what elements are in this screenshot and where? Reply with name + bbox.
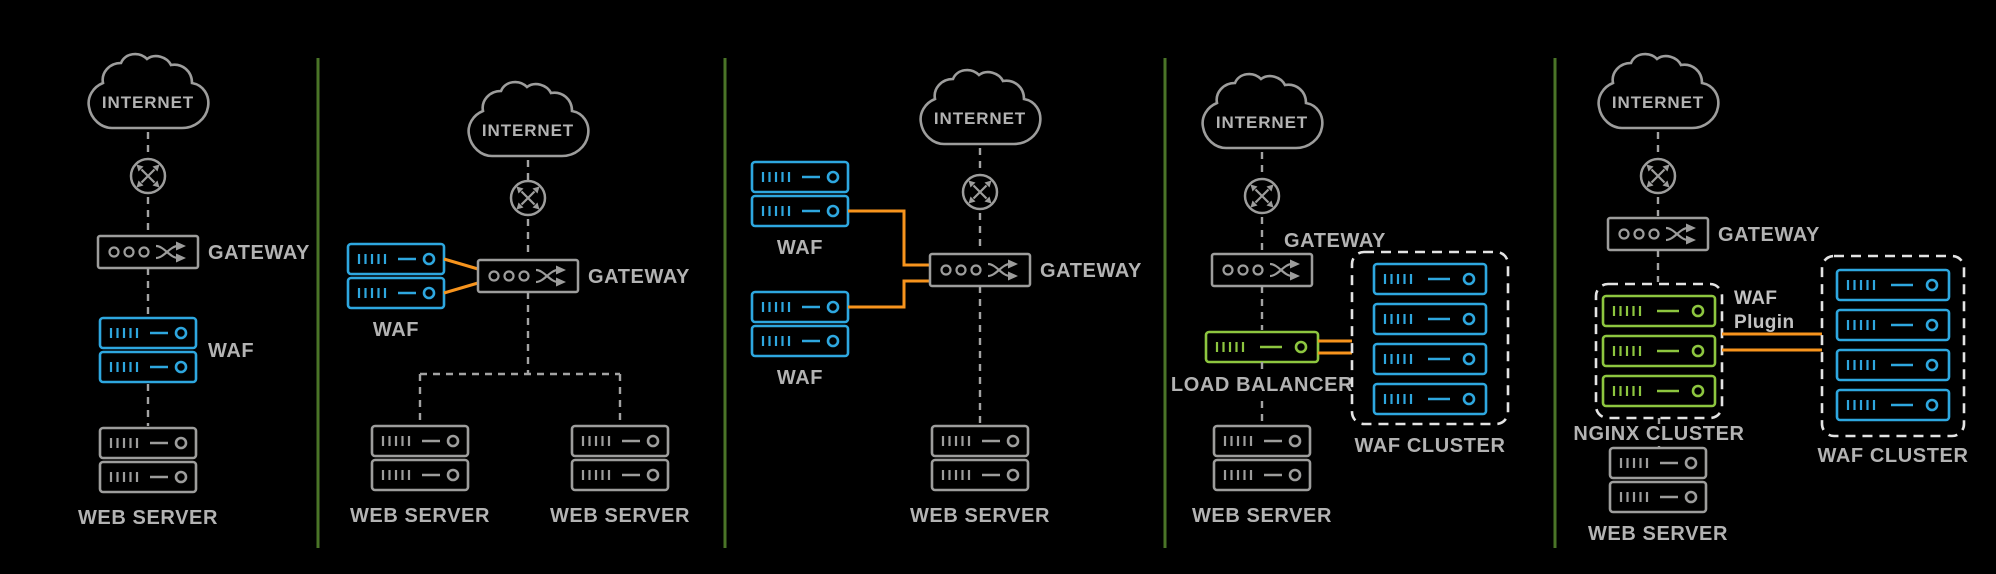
gateway-label: GATEWAY <box>208 242 310 264</box>
cloud-icon <box>467 80 590 158</box>
router-icon <box>961 173 999 211</box>
panel-1-inline-waf: INTERNET GATEWAY WAF WEB SERVER <box>78 52 310 529</box>
gateway-device-icon <box>1210 252 1314 288</box>
waf-server-icon <box>98 316 198 350</box>
gateway-label: GATEWAY <box>588 266 690 288</box>
router-icon <box>509 179 547 217</box>
internet-label: INTERNET <box>102 93 194 112</box>
gateway-label: GATEWAY <box>1040 260 1142 282</box>
router-icon <box>1243 177 1281 215</box>
waf-server-icon <box>1372 302 1488 336</box>
waf-server-icon <box>346 242 446 276</box>
web-server-label: WEB SERVER <box>78 507 218 529</box>
cloud-icon <box>87 52 210 130</box>
web-server-icon <box>570 458 670 492</box>
waf-label: WAF <box>373 319 419 341</box>
waf-server-icon <box>1372 262 1488 296</box>
nginx-server-icon <box>1601 374 1717 408</box>
cloud-icon <box>1201 72 1324 150</box>
waf-label: WAF <box>777 367 823 389</box>
waf-label: WAF <box>208 340 254 362</box>
panel-3-dual-waf: WAF WAF INTERNET GATEWAY WEB SERVER <box>750 68 1142 527</box>
waf-server-icon <box>1835 308 1951 342</box>
web-server-label: WEB SERVER <box>910 505 1050 527</box>
web-server-icon <box>370 424 470 458</box>
waf-server-icon <box>98 350 198 384</box>
label-backdrop <box>1167 372 1357 398</box>
router-icon <box>1639 157 1677 195</box>
waf-server-icon <box>750 160 850 194</box>
waf-server-icon <box>750 324 850 358</box>
web-server-icon <box>570 424 670 458</box>
router-icon <box>129 157 167 195</box>
nginx-server-icon <box>1601 294 1717 328</box>
web-server-icon <box>930 424 1030 458</box>
waf-cluster-box <box>1350 250 1510 426</box>
internet-label: INTERNET <box>482 121 574 140</box>
waf-plugin-label: WAF <box>1734 288 1777 309</box>
internet-label: INTERNET <box>1216 113 1308 132</box>
web-server-icon <box>370 458 470 492</box>
panel-4-load-balancer-waf-cluster: INTERNET GATEWAY LOAD BALANCER WAF CLUST… <box>1167 72 1510 527</box>
gateway-device-icon <box>1606 216 1710 252</box>
waf-cluster-box <box>1820 254 1966 438</box>
link-gateway-webservers <box>418 292 622 424</box>
link-waf-gateway-orange <box>848 209 930 267</box>
web-server-icon <box>1608 446 1708 480</box>
waf-server-icon <box>346 276 446 310</box>
gateway-label: GATEWAY <box>1718 224 1820 246</box>
waf-server-icon <box>1372 342 1488 376</box>
waf-server-icon <box>1835 268 1951 302</box>
internet-label: INTERNET <box>934 109 1026 128</box>
web-server-icon <box>98 426 198 460</box>
panel-5-nginx-waf-plugin: INTERNET GATEWAY WAF Plugin NGINX CLUSTE… <box>1568 52 1968 545</box>
waf-cluster-label: WAF CLUSTER <box>1354 435 1505 457</box>
load-balancer-icon <box>1204 330 1320 364</box>
waf-server-icon <box>1372 382 1488 416</box>
web-server-icon <box>930 458 1030 492</box>
web-server-icon <box>1212 458 1312 492</box>
gateway-device-icon <box>476 258 580 294</box>
panel-2-waf-beside-gateway: WAF INTERNET GATEWAY WEB SERVER WEB SERV… <box>346 80 690 527</box>
link-waf-gateway-orange <box>848 279 930 309</box>
link-waf-gateway-orange <box>443 257 479 271</box>
waf-server-icon <box>1835 388 1951 422</box>
gateway-device-icon <box>96 234 200 270</box>
cloud-icon <box>1597 52 1720 130</box>
internet-label: INTERNET <box>1612 93 1704 112</box>
waf-server-icon <box>750 194 850 228</box>
label-backdrop <box>1568 424 1750 446</box>
web-server-label: WEB SERVER <box>1588 523 1728 545</box>
gateway-label: GATEWAY <box>1284 230 1386 252</box>
load-balancer-label: LOAD BALANCER <box>1171 374 1353 396</box>
web-server-icon <box>1608 480 1708 514</box>
waf-server-icon <box>750 290 850 324</box>
nginx-server-icon <box>1601 334 1717 368</box>
waf-plugin-label: Plugin <box>1734 312 1794 333</box>
web-server-icon <box>98 460 198 494</box>
waf-server-icon <box>1835 348 1951 382</box>
web-server-label: WEB SERVER <box>350 505 490 527</box>
link-waf-gateway-orange <box>443 281 479 295</box>
waf-cluster-label: WAF CLUSTER <box>1817 445 1968 467</box>
cloud-icon <box>919 68 1042 146</box>
web-server-label: WEB SERVER <box>1192 505 1332 527</box>
waf-label: WAF <box>777 237 823 259</box>
nginx-cluster-label: NGINX CLUSTER <box>1573 423 1744 445</box>
gateway-device-icon <box>928 252 1032 288</box>
web-server-label: WEB SERVER <box>550 505 690 527</box>
web-server-icon <box>1212 424 1312 458</box>
